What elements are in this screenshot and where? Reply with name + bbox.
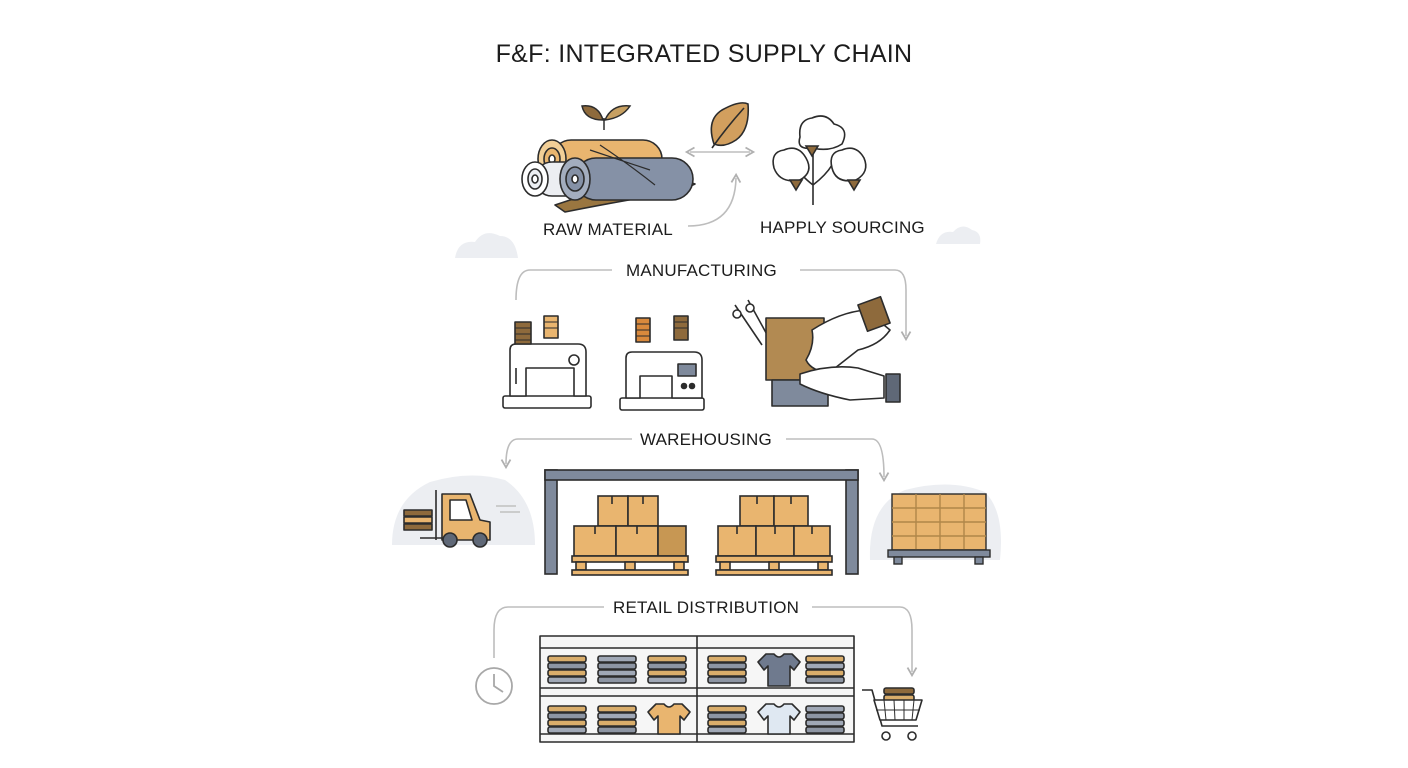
clock-icon [475,667,513,705]
cotton-plant-icon [772,115,867,205]
manufacturing-label: MANUFACTURING [626,261,777,280]
pallet-boxes-right-icon [715,495,833,576]
packing-hands-icon [732,295,901,407]
tshirt-slate-icon [757,653,801,687]
sourcing-label: HAPPLY SOURCING [760,218,925,237]
loaded-pallet-icon [887,493,991,565]
tshirt-light-icon [757,703,801,735]
warehouse-frame-icon [544,469,859,575]
diagram-title: F&F: INTEGRATED SUPPLY CHAIN [495,40,913,68]
embroidery-machine-icon [619,315,705,411]
warehousing-label: WAREHOUSING [640,430,772,449]
leaf-icon [710,102,750,149]
raw-material-label: RAW MATERIAL [543,220,673,239]
folded-clothes-stacks [547,655,845,734]
fabric-rolls-icon [521,139,696,213]
retail-distribution-label: RETAIL DISTRIBUTION [613,598,800,617]
sewing-machine-icon [502,315,592,409]
leaf-sprout-icon [581,105,632,130]
shopping-cart-icon [862,687,923,741]
connector-lines [493,146,918,678]
pallet-boxes-left-icon [571,495,689,576]
tshirt-tan-icon [647,703,691,735]
retail-shelf-icon [539,635,855,743]
forklift-icon [403,490,520,548]
